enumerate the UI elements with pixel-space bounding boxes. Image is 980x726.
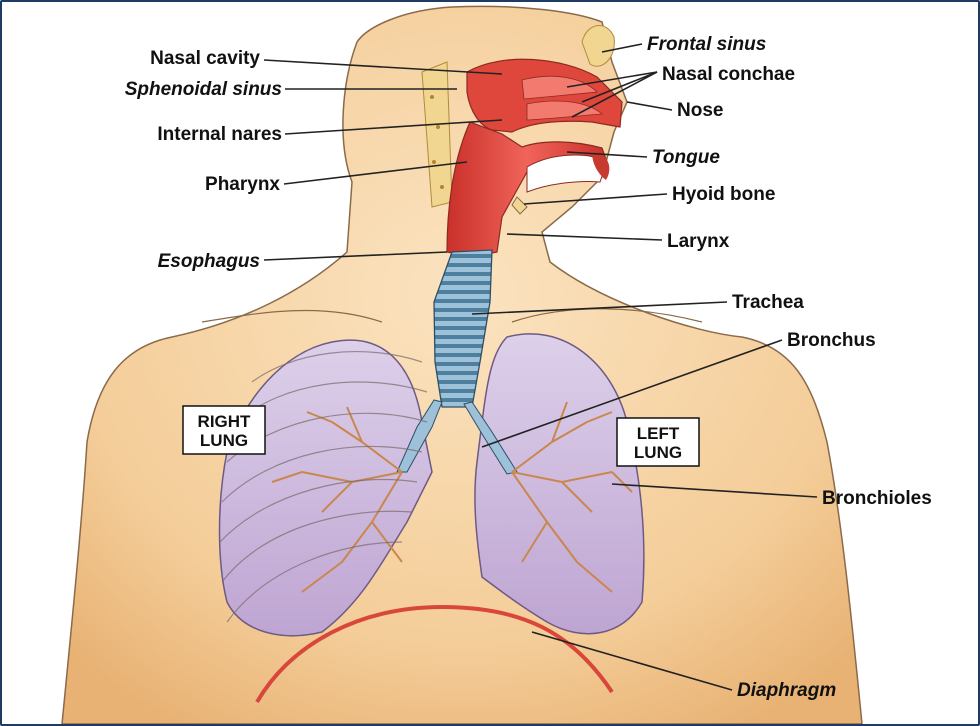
label-nasal-conchae: Nasal conchae [662,64,795,85]
label-pharynx: Pharynx [205,174,280,195]
left-lung-line1: LEFT [637,424,680,443]
left-lung-box: LEFT LUNG [617,418,699,466]
right-lung-line2: LUNG [200,431,248,450]
label-larynx: Larynx [667,231,730,252]
label-hyoid-bone: Hyoid bone [672,184,775,205]
right-lung-box: RIGHT LUNG [183,406,265,454]
label-nasal-cavity: Nasal cavity [150,48,260,69]
label-sphenoidal-sinus: Sphenoidal sinus [125,79,282,100]
label-diaphragm: Diaphragm [737,680,836,701]
label-tongue: Tongue [652,147,720,168]
label-bronchioles: Bronchioles [822,488,932,509]
label-esophagus: Esophagus [158,251,260,272]
label-frontal-sinus: Frontal sinus [647,34,766,55]
label-trachea: Trachea [732,292,804,313]
right-lung-line1: RIGHT [198,412,252,431]
label-internal-nares: Internal nares [157,124,282,145]
label-nose: Nose [677,100,723,121]
left-lung-line2: LUNG [634,443,682,462]
label-bronchus: Bronchus [787,330,876,351]
